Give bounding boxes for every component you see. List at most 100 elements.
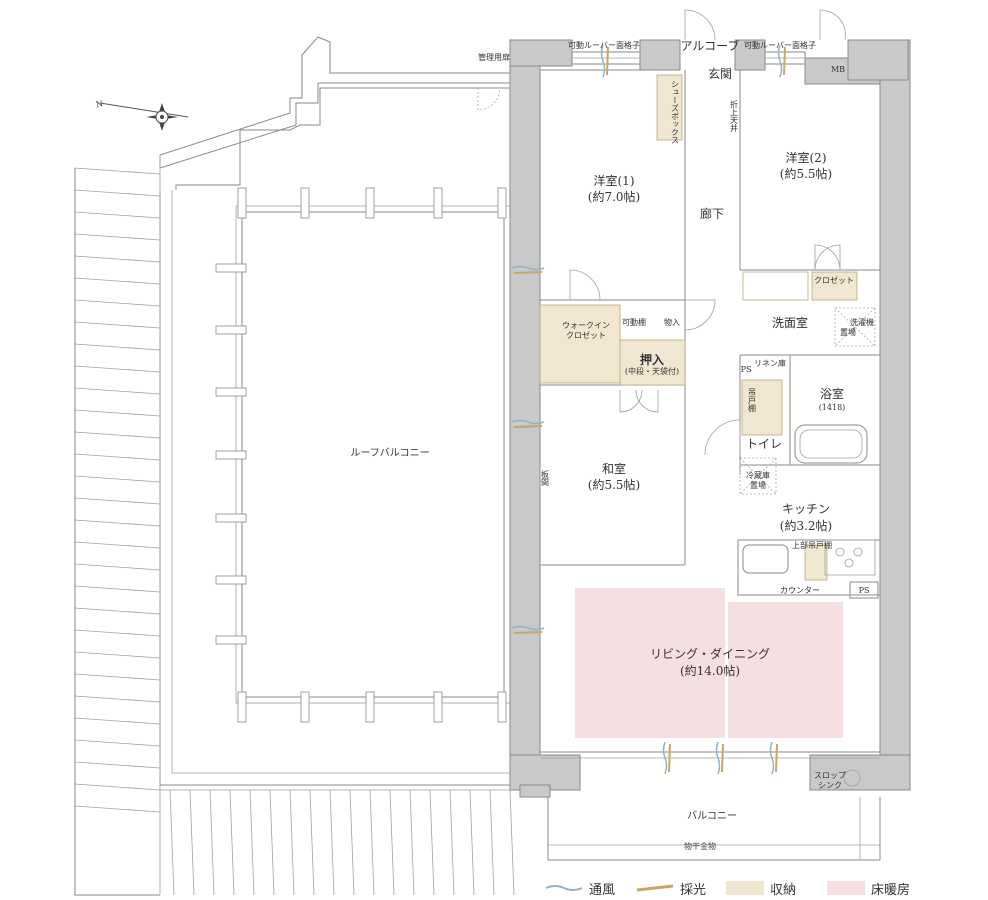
deck-board-left: [74, 783, 161, 791]
pergola-post: [300, 691, 310, 723]
deck-board-bottom: [229, 789, 235, 896]
deck-board-bottom: [189, 789, 195, 896]
deck-board-left: [74, 321, 161, 329]
label-oshiire-note: (中段・天袋付): [625, 366, 679, 376]
ventilation-marker: [511, 265, 545, 271]
bathtub: [794, 424, 868, 464]
floor-heating-swatch-icon: [827, 881, 865, 895]
pergola-post: [433, 691, 443, 723]
pergola-post: [215, 263, 247, 273]
western1-size: (約7.0帖): [588, 189, 640, 204]
legend-floor-heating: 床暖房: [827, 880, 910, 898]
deck-board-left: [74, 673, 161, 681]
label-ps-top: PS: [741, 365, 752, 374]
pergola-post: [215, 513, 247, 523]
label-alcove: アルコーブ: [681, 38, 740, 53]
deck-board-bottom: [289, 789, 295, 896]
deck-board-left: [74, 629, 161, 637]
pergola-post: [365, 691, 375, 723]
deck-board-left: [74, 497, 161, 505]
kitchen-name: キッチン: [782, 502, 830, 516]
storage-swatch-icon: [726, 881, 764, 895]
ventilation-marker: [777, 44, 783, 78]
pergola-post: [365, 187, 375, 219]
deck-board-left: [74, 739, 161, 747]
deck-board-bottom: [249, 789, 255, 896]
deck-board-bottom: [489, 789, 495, 896]
label-toilet: トイレ: [746, 437, 782, 451]
pergola-post: [215, 387, 247, 397]
pergola-post: [237, 187, 247, 219]
kitchen-counter: [737, 539, 881, 599]
deck-board-bottom: [389, 789, 395, 896]
deck-board-left: [74, 277, 161, 285]
deck-board-bottom: [349, 789, 355, 896]
ventilation-marker: [511, 419, 545, 425]
label-storage-small: 物入: [664, 317, 680, 327]
pergola-post: [215, 635, 247, 645]
deck-board-left: [74, 607, 161, 615]
bath-size: (1418): [819, 403, 846, 412]
deck-board-left: [74, 167, 161, 175]
deck-board-left: [74, 695, 161, 703]
svg-text:N: N: [95, 99, 103, 109]
living-size: (約14.0帖): [680, 663, 740, 678]
daylight-marker: [783, 46, 786, 76]
ventilation-marker: [662, 741, 668, 775]
pergola: [215, 187, 511, 723]
room-labels: 可動ルーバー面格子 可動ルーバー面格子 アルコーブ MB 管理用扉 玄関 シュー…: [350, 38, 874, 851]
label-slop-sink-2: シンク: [818, 781, 842, 790]
western2-size: (約5.5帖): [780, 166, 832, 181]
deck-board-left: [74, 343, 161, 351]
label-corridor: 廊下: [700, 206, 724, 221]
deck-board-left: [74, 805, 161, 813]
legend-daylight: 採光: [636, 880, 706, 898]
deck-board-bottom: [369, 789, 375, 896]
ventilation-swatch-icon: [545, 885, 583, 891]
western2-name: 洋室(2): [786, 150, 827, 165]
label-fridge-2: 置場: [750, 480, 766, 490]
deck-board-left: [74, 585, 161, 593]
label-balcony: バルコニー: [687, 810, 737, 822]
deck-board-bottom: [329, 789, 335, 896]
daylight-marker: [513, 425, 543, 428]
deck-board-left: [74, 519, 161, 527]
label-oshiire: 押入: [640, 352, 664, 367]
daylight-marker: [513, 271, 543, 274]
pergola-post: [497, 691, 507, 723]
legend-ventilation-label: 通風: [589, 882, 616, 898]
daylight-marker: [668, 743, 671, 773]
bath-name: 浴室: [820, 386, 844, 401]
pergola-post: [215, 575, 247, 585]
deck-board-left: [74, 387, 161, 395]
pergola-post: [300, 187, 310, 219]
balcony-area: [547, 769, 881, 861]
partitions: [540, 69, 880, 759]
label-service-door: 管理用扉: [478, 52, 510, 62]
label-louver-right: 可動ルーバー面格子: [744, 40, 816, 50]
deck-board-left: [74, 761, 161, 769]
japanese-name: 和室: [602, 461, 626, 476]
label-mb: MB: [831, 65, 845, 74]
ventilation-markers: [511, 44, 786, 775]
japanese-size: (約5.5帖): [588, 477, 640, 492]
label-washroom: 洗面室: [772, 315, 808, 330]
label-roof-balcony: ルーフバルコニー: [350, 447, 429, 459]
deck-board-left: [74, 211, 161, 219]
deck-board-left: [74, 233, 161, 241]
ventilation-marker: [600, 44, 606, 78]
label-movable-shelf: 可動棚: [622, 317, 646, 327]
daylight-marker: [775, 743, 778, 773]
daylight-swatch-icon: [636, 884, 674, 892]
compass-icon: N: [95, 99, 189, 131]
label-entrance: 玄関: [708, 66, 732, 81]
daylight-marker: [721, 743, 724, 773]
label-linen: リネン庫: [754, 358, 786, 368]
deck-board-bottom: [309, 789, 315, 896]
floor-heating: [575, 588, 843, 738]
legend-storage-label: 収納: [770, 882, 797, 898]
deck-board-left: [74, 299, 161, 307]
label-fridge-1: 冷蔵庫: [746, 470, 770, 480]
deck-board-left: [74, 541, 161, 549]
label-ps-bottom: PS: [859, 586, 870, 595]
